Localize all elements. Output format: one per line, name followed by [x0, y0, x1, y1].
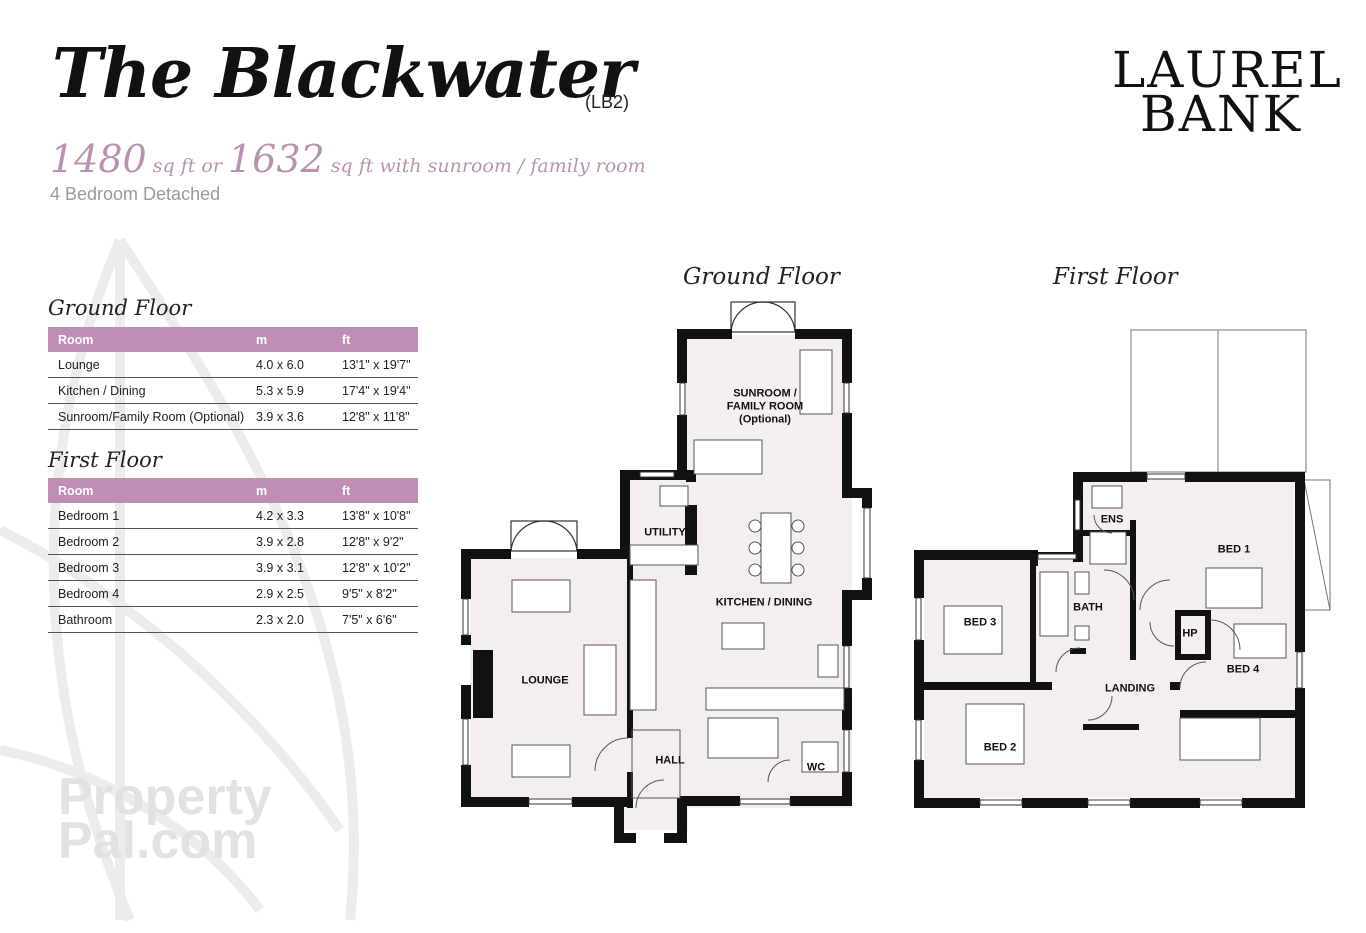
room-label-kitchen: KITCHEN / DINING [715, 596, 813, 609]
table-cell: Lounge [48, 352, 246, 378]
table-cell: 2.9 x 2.5 [246, 580, 332, 607]
room-label-line: (Optional) [739, 413, 791, 426]
column-header: ft [332, 327, 418, 352]
table-cell: 7'5" x 6'6" [332, 606, 418, 633]
room-label-bed-3: BED 3 [963, 616, 997, 629]
table-row: Bedroom 2 3.9 x 2.8 12'8" x 9'2" [48, 528, 418, 555]
table-cell: Kitchen / Dining [48, 377, 246, 404]
table-cell: Bedroom 1 [48, 503, 246, 529]
brand-logo: LAUREL BANK [1112, 41, 1343, 143]
propertypal-watermark: Property Pal.com [58, 768, 272, 870]
table-cell: 12'8" x 11'8" [332, 403, 418, 430]
table-row: Sunroom/Family Room (Optional) 3.9 x 3.6… [48, 403, 418, 430]
logo-line-1: LAUREL [1112, 41, 1343, 99]
table-cell: 12'8" x 10'2" [332, 554, 418, 581]
table-cell: Bedroom 2 [48, 528, 246, 555]
table-row: Bedroom 3 3.9 x 3.1 12'8" x 10'2" [48, 554, 418, 581]
table-cell: 4.0 x 6.0 [246, 352, 332, 378]
room-label-hot-press: HP [1182, 627, 1198, 640]
room-label-sunroom: SUNROOM / FAMILY ROOM (Optional) [727, 388, 803, 427]
table-cell: Bedroom 3 [48, 554, 246, 581]
room-label-line: FAMILY ROOM [726, 400, 804, 413]
column-header: m [246, 478, 332, 503]
table-header-row: Room m ft [48, 478, 418, 503]
table-cell: 3.9 x 3.6 [246, 403, 332, 430]
table-cell: 5.3 x 5.9 [246, 377, 332, 404]
table-cell: 4.2 x 3.3 [246, 503, 332, 529]
first-floor-table: Room m ft Bedroom 1 4.2 x 3.3 13'8" x 10… [48, 478, 418, 633]
table-row: Lounge 4.0 x 6.0 13'1" x 19'7" [48, 352, 418, 378]
table-cell: 3.9 x 2.8 [246, 528, 332, 555]
table-cell: 2.3 x 2.0 [246, 606, 332, 633]
floor-area: 1480 sq ft or 1632 sq ft with sunroom / … [50, 140, 646, 178]
room-label-ensuite: ENS [1100, 513, 1124, 526]
page-title: The Blackwater [52, 34, 635, 114]
column-header: m [246, 327, 332, 352]
house-type-code: (LB2) [585, 92, 630, 112]
table-cell: 13'8" x 10'8" [332, 503, 418, 529]
table-row: Bathroom 2.3 x 2.0 7'5" x 6'6" [48, 606, 418, 633]
room-label-line: SUNROOM / [733, 387, 797, 400]
first-floor-plan-title: First Floor [1053, 264, 1178, 290]
room-label-lounge: LOUNGE [521, 674, 569, 687]
room-label-hall: HALL [655, 754, 685, 767]
first-floor-table-title: First Floor [48, 448, 162, 472]
room-label-bed-1: BED 1 [1217, 543, 1251, 556]
area-main-unit: sq ft or [146, 155, 228, 177]
table-cell: 9'5" x 8'2" [332, 580, 418, 607]
area-main: 1480 [50, 137, 147, 181]
page-subtitle: 4 Bedroom Detached [50, 184, 221, 204]
table-cell: 17'4" x 19'4" [332, 377, 418, 404]
room-label-wc: WC [806, 761, 826, 774]
room-label-bed-4: BED 4 [1226, 663, 1260, 676]
table-header-row: Room m ft [48, 327, 418, 352]
table-cell: Sunroom/Family Room (Optional) [48, 403, 246, 430]
watermark-line-1: Property [58, 768, 272, 826]
logo-line-2: BANK [1140, 85, 1302, 143]
room-label-utility: UTILITY [644, 526, 686, 539]
area-alt-unit: sq ft with sunroom / family room [324, 155, 646, 177]
ground-floor-table-title: Ground Floor [48, 296, 192, 320]
room-label-bed-2: BED 2 [983, 741, 1017, 754]
table-row: Kitchen / Dining 5.3 x 5.9 17'4" x 19'4" [48, 377, 418, 404]
table-cell: Bathroom [48, 606, 246, 633]
table-row: Bedroom 1 4.2 x 3.3 13'8" x 10'8" [48, 503, 418, 529]
column-header: ft [332, 478, 418, 503]
table-cell: 12'8" x 9'2" [332, 528, 418, 555]
column-header: Room [48, 478, 246, 503]
table-cell: 13'1" x 19'7" [332, 352, 418, 378]
ground-floor-plan-title: Ground Floor [683, 264, 840, 290]
table-cell: 3.9 x 3.1 [246, 554, 332, 581]
ground-floor-table: Room m ft Lounge 4.0 x 6.0 13'1" x 19'7"… [48, 327, 418, 430]
room-label-bath: BATH [1073, 601, 1103, 614]
table-cell: Bedroom 4 [48, 580, 246, 607]
room-label-landing: LANDING [1104, 682, 1156, 695]
table-row: Bedroom 4 2.9 x 2.5 9'5" x 8'2" [48, 580, 418, 607]
column-header: Room [48, 327, 246, 352]
area-alt: 1632 [227, 137, 325, 181]
watermark-line-2: Pal.com [58, 812, 258, 870]
